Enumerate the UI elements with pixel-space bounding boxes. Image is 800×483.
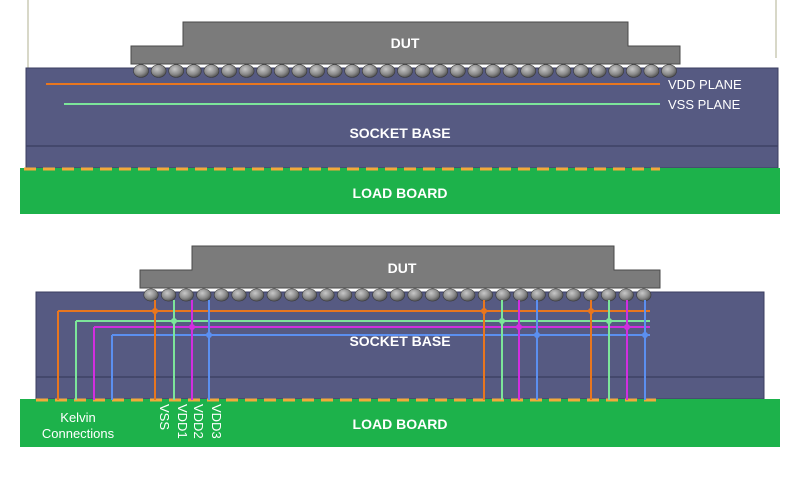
solder-ball <box>555 64 572 78</box>
solder-ball <box>442 288 458 302</box>
solder-ball <box>601 288 617 302</box>
solder-ball <box>168 64 184 78</box>
solder-ball <box>467 64 484 78</box>
solder-ball <box>249 288 265 302</box>
dut-label: DUT <box>391 35 420 51</box>
junction-dot <box>499 318 505 324</box>
solder-ball <box>485 64 501 78</box>
solder-ball <box>618 288 634 302</box>
solder-ball <box>573 64 589 78</box>
solder-ball <box>590 64 607 78</box>
solder-ball <box>337 288 353 302</box>
junction-dot <box>171 318 177 324</box>
solder-ball <box>477 288 493 302</box>
solder-ball <box>301 288 317 302</box>
load-board <box>20 168 780 214</box>
solder-ball <box>178 288 194 302</box>
solder-ball <box>213 288 229 302</box>
solder-ball <box>495 288 511 302</box>
solder-ball <box>266 288 282 302</box>
dut-label: DUT <box>388 260 417 276</box>
solder-ball <box>221 64 237 78</box>
load-board-label: LOAD BOARD <box>353 416 448 432</box>
solder-ball-row <box>133 64 677 78</box>
junction-dot <box>624 324 630 330</box>
solder-ball <box>150 64 167 78</box>
solder-ball <box>186 64 202 78</box>
solder-ball <box>361 64 378 78</box>
socket-base-label: SOCKET BASE <box>349 333 450 349</box>
vss-plane-label: VSS PLANE <box>668 97 741 112</box>
vss-rail-label: VSS <box>157 404 172 430</box>
solder-ball <box>608 64 625 78</box>
solder-ball <box>636 288 652 302</box>
solder-ball <box>661 64 677 78</box>
solder-ball <box>231 288 247 302</box>
junction-dots <box>152 308 648 338</box>
solder-ball <box>372 288 388 302</box>
junction-dot <box>481 308 487 314</box>
solder-ball <box>502 64 519 78</box>
solder-ball <box>414 64 431 78</box>
solder-ball <box>379 64 396 78</box>
junction-dot <box>642 332 648 338</box>
solder-ball <box>432 64 449 78</box>
junction-dot <box>534 332 540 338</box>
load-board-label: LOAD BOARD <box>353 185 448 201</box>
solder-ball <box>196 288 212 302</box>
vdd1-rail-label: VDD1 <box>175 404 190 439</box>
solder-ball <box>161 288 177 302</box>
top-diagram: DUT VDD PLANE VSS PLANE SOCKET BASE LOAD… <box>20 0 780 214</box>
solder-ball <box>513 288 529 302</box>
solder-ball <box>565 288 581 302</box>
solder-ball <box>397 64 413 78</box>
solder-ball <box>238 64 255 78</box>
solder-ball <box>344 64 361 78</box>
socket-base-label: SOCKET BASE <box>349 125 450 141</box>
solder-ball <box>284 288 300 302</box>
vdd2-rail-label: VDD2 <box>191 404 206 439</box>
solder-ball <box>425 288 441 302</box>
junction-dot <box>206 332 212 338</box>
solder-ball <box>537 64 554 78</box>
solder-ball <box>326 64 343 78</box>
vdd3-rail-label: VDD3 <box>209 404 224 439</box>
solder-ball-row <box>143 288 652 302</box>
solder-ball <box>583 288 599 302</box>
kelvin-label-line1: Kelvin <box>60 410 95 425</box>
solder-ball <box>256 64 273 78</box>
solder-ball <box>203 64 220 78</box>
solder-ball <box>460 288 476 302</box>
junction-dot <box>606 318 612 324</box>
dut-body <box>139 245 661 289</box>
solder-ball <box>291 64 308 78</box>
solder-ball <box>319 288 335 302</box>
solder-ball <box>354 288 370 302</box>
load-board <box>20 399 780 447</box>
junction-dot <box>588 308 594 314</box>
junction-dot <box>152 308 158 314</box>
solder-ball <box>309 64 325 78</box>
solder-ball <box>407 288 423 302</box>
bottom-diagram: DUT SOCKET BASE LOAD BOARD Kelvin Connec… <box>20 245 780 447</box>
solder-ball <box>143 288 159 302</box>
solder-ball <box>643 64 660 78</box>
solder-ball <box>449 64 466 78</box>
solder-ball <box>625 64 642 78</box>
kelvin-label-line2: Connections <box>42 426 115 441</box>
junction-dot <box>189 324 195 330</box>
solder-ball <box>389 288 405 302</box>
junction-dot <box>516 324 522 330</box>
solder-ball <box>520 64 537 78</box>
solder-ball <box>133 64 149 78</box>
vdd-plane-label: VDD PLANE <box>668 77 742 92</box>
dut-body <box>130 21 681 65</box>
solder-ball <box>530 288 546 302</box>
solder-ball <box>548 288 564 302</box>
solder-ball <box>273 64 290 78</box>
